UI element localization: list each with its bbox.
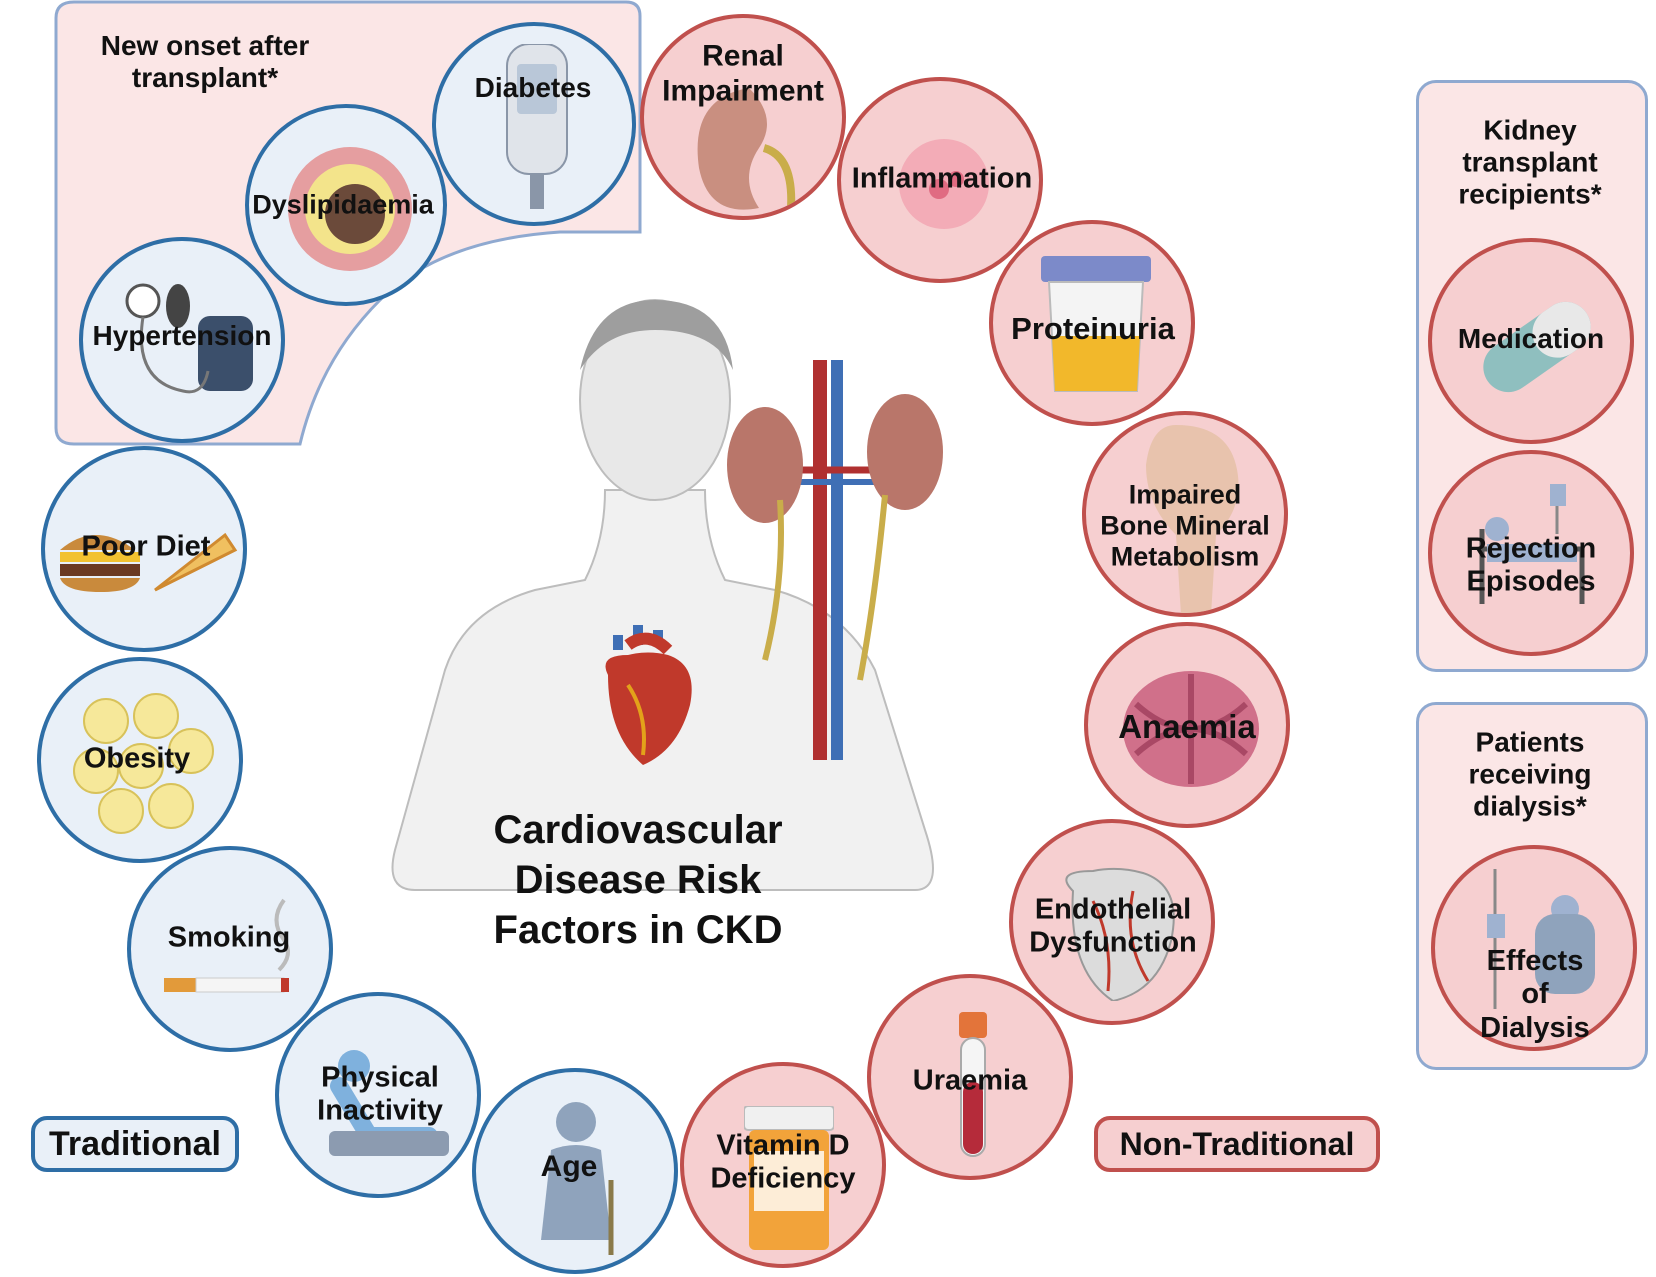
- physical-inactivity-label: Physical Inactivity: [317, 1061, 443, 1127]
- smoking-circle: [127, 846, 333, 1052]
- capsule-icon: [1483, 301, 1591, 393]
- vitamin-d-deficiency-label: Vitamin D Deficiency: [710, 1129, 856, 1195]
- artery-plaque-icon: [288, 147, 412, 271]
- urine-sample-cup-icon: [1041, 256, 1151, 392]
- medication-circle: [1428, 238, 1634, 444]
- smoking-label: Smoking: [167, 921, 291, 954]
- inflammation-circle: [837, 77, 1043, 283]
- reclining-person-icon: [329, 1050, 449, 1156]
- poor-diet-circle: [41, 446, 247, 652]
- glucose-meter-icon: [506, 44, 568, 209]
- hospital-bed-icon: [1479, 484, 1585, 604]
- impaired-bone-mineral-metabolism-circle: [1082, 411, 1288, 617]
- inflamed-tissue-icon: [899, 139, 989, 229]
- dialysis-heading: Patients receiving dialysis*: [1468, 726, 1592, 823]
- diagram-title: Cardiovascular Disease Risk Factors in C…: [493, 808, 783, 952]
- heart-vessels-icon: [1065, 867, 1175, 1001]
- inflammation-label: Inflammation: [851, 162, 1033, 195]
- endothelial-dysfunction-circle: [1009, 819, 1215, 1025]
- burger-pizza-icon: [60, 532, 238, 592]
- obesity-circle: [37, 657, 243, 863]
- diabetes-label: Diabetes: [474, 71, 592, 103]
- proteinuria-circle: [989, 220, 1195, 426]
- age-label: Age: [540, 1149, 598, 1183]
- renal-impairment-label: Renal Impairment: [662, 39, 824, 108]
- vitamin-d-deficiency-circle: [680, 1062, 886, 1268]
- dialysis-chair-icon: [1487, 869, 1595, 1009]
- hypertension-circle: [79, 237, 285, 443]
- legend-non-traditional: Non-Traditional: [1094, 1116, 1380, 1172]
- effects-of-dialysis-label: Effects of Dialysis: [1480, 944, 1590, 1044]
- uraemia-circle: [867, 974, 1073, 1180]
- renal-impairment-circle: [640, 14, 846, 220]
- legend-traditional: Traditional: [31, 1116, 239, 1172]
- diabetes-circle: [432, 22, 636, 226]
- blood-pressure-cuff-icon: [125, 283, 253, 394]
- kidneys-icon: [727, 360, 943, 760]
- obesity-label: Obesity: [83, 742, 191, 775]
- rejection-episodes-label: Rejection Episodes: [1465, 532, 1597, 598]
- uraemia-label: Uraemia: [912, 1064, 1028, 1097]
- rejection-episodes-circle: [1428, 450, 1634, 656]
- effects-of-dialysis-circle: [1431, 845, 1637, 1051]
- proteinuria-label: Proteinuria: [1011, 311, 1175, 347]
- poor-diet-label: Poor Diet: [81, 530, 211, 563]
- kidney-transplant-heading: Kidney transplant recipients*: [1458, 114, 1602, 211]
- blood-tube-icon: [959, 1012, 987, 1157]
- dyslipidaemia-label: Dyslipidaemia: [252, 189, 434, 220]
- anaemia-circle: [1084, 622, 1290, 828]
- fat-cells-icon: [73, 693, 214, 834]
- new-onset-heading: New onset after transplant*: [100, 29, 310, 93]
- anaemia-label: Anaemia: [1118, 708, 1256, 746]
- dyslipidaemia-circle: [245, 104, 447, 306]
- age-circle: [472, 1068, 678, 1274]
- hypertension-label: Hypertension: [92, 319, 272, 351]
- bone-icon: [1146, 425, 1239, 613]
- red-blood-cell-icon: [1123, 671, 1259, 787]
- elderly-person-icon: [541, 1102, 614, 1255]
- pill-bottle-icon: [744, 1106, 834, 1250]
- cigarette-icon: [164, 898, 290, 993]
- kidney-icon: [697, 88, 796, 216]
- physical-inactivity-circle: [275, 992, 481, 1198]
- impaired-bone-mineral-metabolism-label: Impaired Bone Mineral Metabolism: [1100, 479, 1270, 572]
- heart-icon: [605, 625, 692, 765]
- endothelial-dysfunction-label: Endothelial Dysfunction: [1029, 893, 1197, 959]
- medication-label: Medication: [1457, 322, 1605, 354]
